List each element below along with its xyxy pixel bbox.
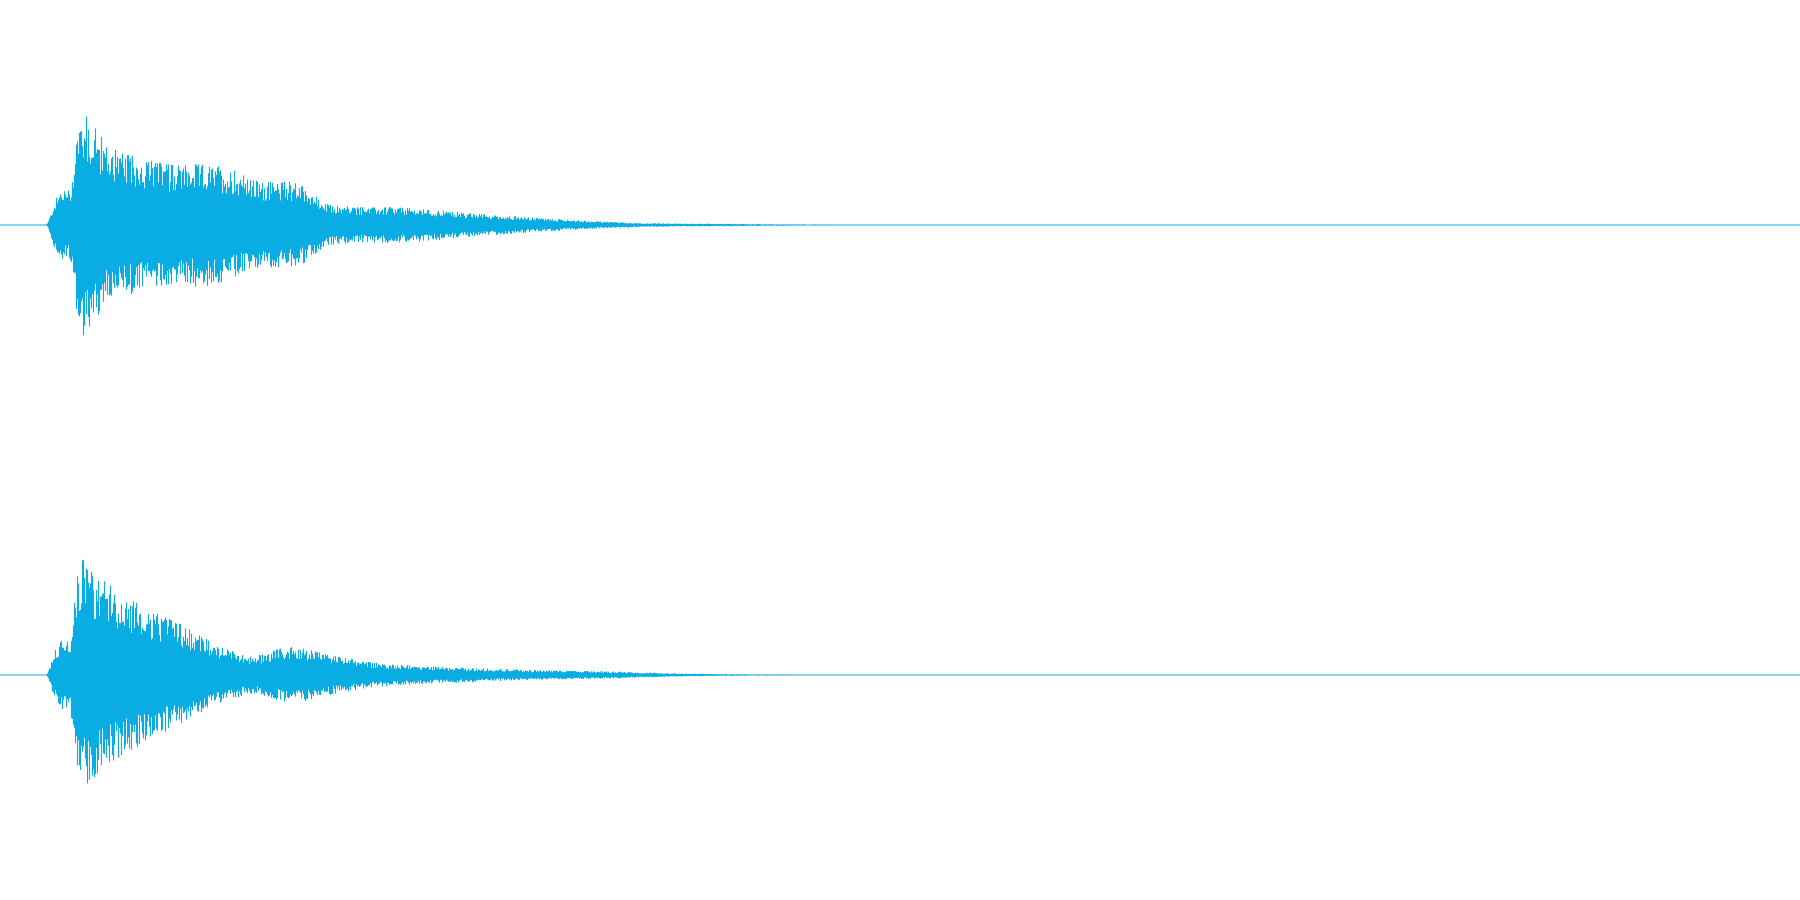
channel-2 [0,559,1800,784]
channels-layer [0,116,1800,784]
channel-1 [0,116,1800,336]
